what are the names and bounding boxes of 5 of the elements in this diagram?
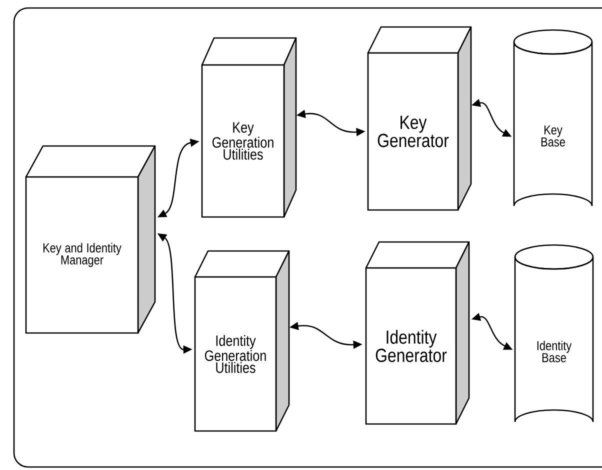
box-3d: Key and Identity Manager (25, 145, 156, 334)
box-3d: Identity Generator (365, 241, 470, 425)
box-3d: Key Generation Utilities (201, 37, 297, 218)
box-3d: Key Generator (367, 26, 472, 211)
box-3d: Identity Generation Utilities (194, 250, 290, 432)
